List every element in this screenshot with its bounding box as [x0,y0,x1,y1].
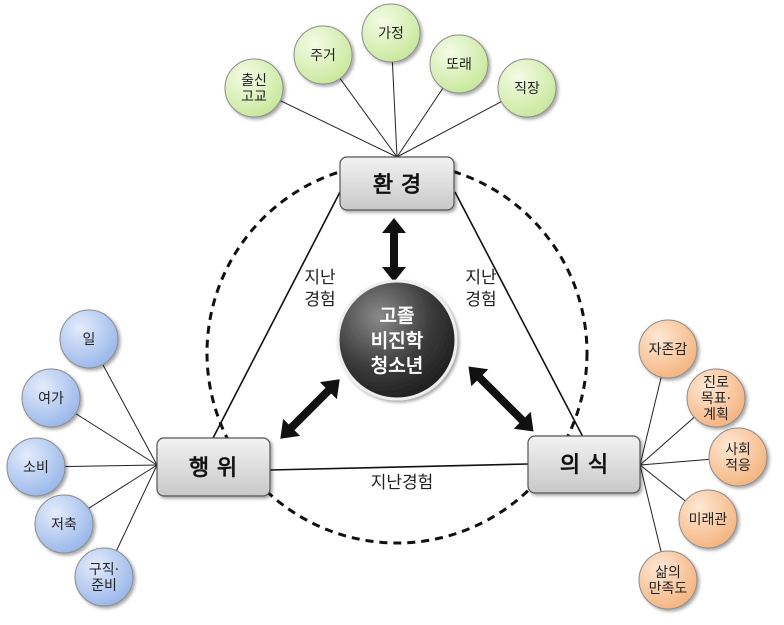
consciousness-item-3-label: 적응 [725,458,751,474]
edge-label-left-line1: 지난 [304,268,336,288]
consciousness-item-5-label: 삶의 [655,565,681,581]
consciousness-item-1-label: 자존감 [649,342,688,358]
box-environment-label: 환 경 [373,173,421,198]
environment-item-1-circle [224,58,284,118]
edge-label-left-line2: 경험 [304,290,335,310]
behavior-item-1: 일 [59,309,119,369]
behavior-item-5-label: 구직· [89,562,119,578]
box-behavior: 행 위 [156,437,271,497]
double-arrows [280,218,534,439]
center-node [336,279,458,401]
consciousness-item-4-label: 미래관 [689,512,728,528]
behavior-item-2-label: 여가 [38,391,64,407]
environment-item-2: 주거 [293,25,353,85]
edge-label-bottom: 지난경험 [371,473,434,493]
consciousness-item-2-label: 계획 [703,407,729,423]
box-consciousness-label: 의 식 [560,453,608,478]
consciousness-item-1-circle [638,319,698,379]
consciousness-item-3-label: 사회 [725,442,751,458]
behavior-item-2: 여가 [21,368,81,428]
environment-item-3-label: 가정 [378,26,404,42]
edge-label-right: 지난 경험 [465,268,497,310]
consciousness-item-5-circle [638,550,698,610]
environment-item-4: 또래 [429,34,489,94]
consciousness-item-1: 자존감 [638,319,698,379]
center-label-line1: 고졸 [380,305,415,327]
behavior-item-5: 구직·준비 [74,547,134,607]
environment-item-4-label: 또래 [446,57,472,73]
consciousness-item-4: 미래관 [678,489,738,549]
environment-item-4-circle [429,34,489,94]
consciousness-item-2-circle [686,368,746,428]
environment-item-3: 가정 [361,3,421,63]
behavior-item-4: 저축 [34,494,94,554]
behavior-item-5-circle [74,547,134,607]
box-consciousness: 의 식 [527,435,641,494]
consciousness-item-2-label: 진로 [703,375,729,391]
behavior-item-2-circle [21,368,81,428]
behavior-item-4-label: 저축 [51,517,77,533]
behavior-item-3: 소비 [6,437,66,497]
environment-item-1-label: 출신 [241,73,267,89]
environment-item-5-circle [497,58,557,118]
environment-item-3-circle [361,3,421,63]
consciousness-item-4-circle [678,489,738,549]
consciousness-item-3-circle [708,427,768,487]
behavior-item-1-label: 일 [83,332,96,348]
arrow-center-environment [382,218,406,282]
edge-label-right-line1: 지난 [465,268,497,288]
behavior-item-1-circle [59,309,119,369]
center-label-line3: 청소년 [371,355,423,377]
behavior-item-5-label: 준비 [91,578,117,594]
triangle-lines [211,191,584,471]
environment-item-5-label: 직장 [514,81,540,97]
arrow-center-consciousness [468,366,534,432]
behavior-item-3-circle [6,437,66,497]
environment-item-1-label: 고교 [241,89,267,105]
environment-item-5: 직장 [497,58,557,118]
box-environment: 환 경 [339,156,455,211]
environment-item-2-circle [293,25,353,85]
consciousness-item-5-label: 만족도 [649,581,688,597]
behavior-item-4-circle [34,494,94,554]
environment-item-2-label: 주거 [310,48,336,64]
behavior-item-3-label: 소비 [23,460,49,476]
dashed-cycle-circle [205,161,589,545]
box-behavior-label: 행 위 [189,456,237,481]
consciousness-item-2-label: 목표· [701,391,731,407]
edge-label-left: 지난 경험 [304,268,336,310]
arrow-center-behavior [280,379,340,439]
center-label-line2: 비진학 [371,330,424,352]
edge-label-right-line2: 경험 [465,290,496,310]
